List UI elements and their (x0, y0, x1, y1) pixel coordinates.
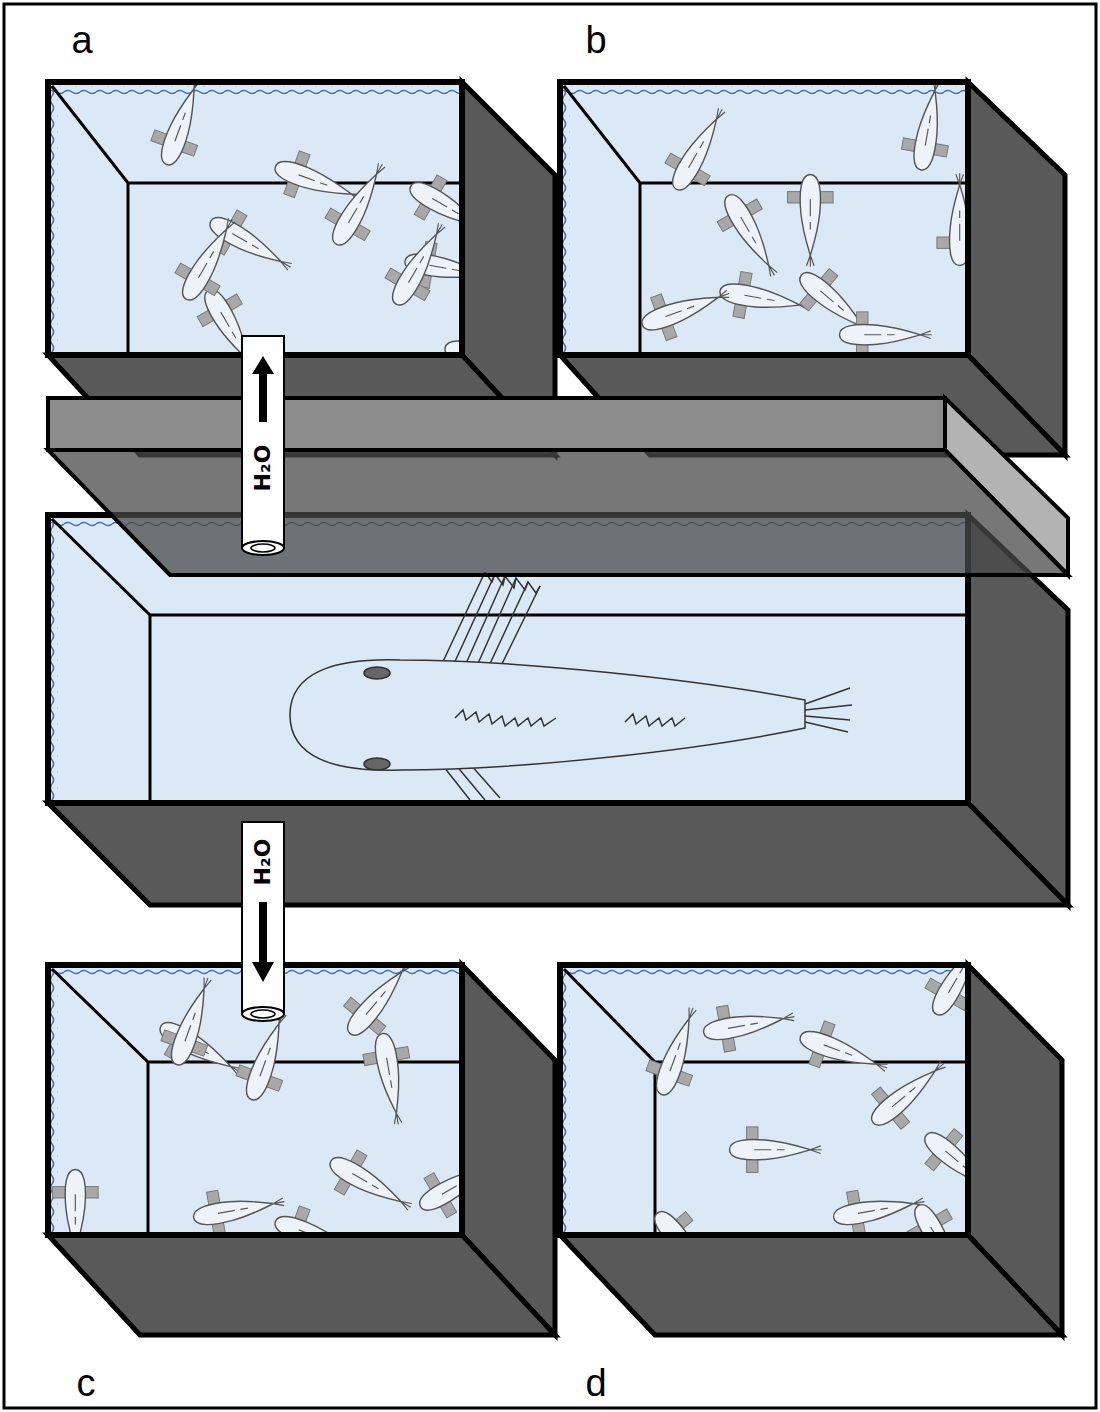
panel-letter: a (72, 21, 93, 59)
flow-label: H₂O (252, 445, 274, 492)
water-pipe-down (242, 822, 284, 1021)
panel-letter: d (586, 1364, 607, 1402)
shelf (48, 398, 1068, 575)
panel-letter: c (77, 1364, 96, 1402)
tank-c (48, 948, 555, 1335)
flow-label: H₂O (252, 839, 274, 886)
panel-letter: b (586, 21, 607, 59)
water-pipe-up (242, 336, 284, 555)
tank-d (560, 923, 1062, 1335)
large-fish (290, 572, 852, 800)
